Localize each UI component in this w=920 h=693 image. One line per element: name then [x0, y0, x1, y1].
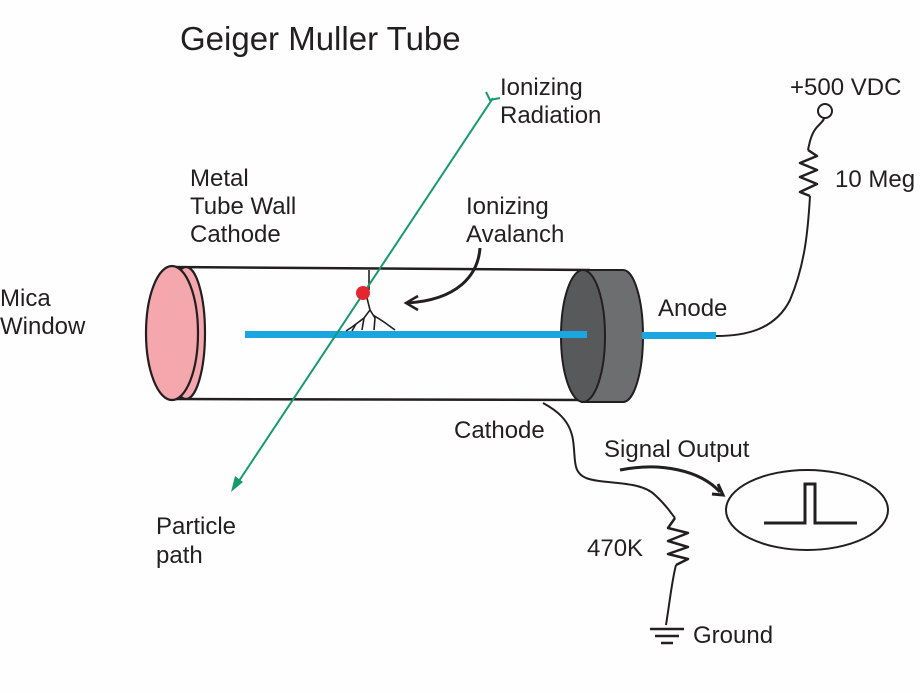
label-mica-window-1: Mica — [0, 285, 51, 312]
label-resistor-10meg: 10 Meg — [835, 166, 915, 193]
anode-wire-external — [642, 332, 716, 339]
label-supply-voltage: +500 VDC — [790, 74, 901, 101]
label-ionizing-radiation-1: Ionizing — [500, 74, 583, 101]
supply-lead-wire — [807, 117, 825, 151]
resistor-10meg-icon — [798, 148, 819, 198]
avalanche-discharge-icon — [345, 270, 396, 332]
mica-window — [144, 264, 207, 402]
anode-lead-wire — [715, 195, 811, 337]
label-metal-tube-wall-3: Cathode — [190, 221, 281, 248]
label-ionizing-radiation-2: Radiation — [500, 102, 601, 129]
cathode-lead-wire — [542, 402, 676, 519]
resistor-470k-icon — [666, 517, 690, 567]
particle-path-arrowhead-icon — [231, 476, 243, 492]
tube-bottom-edge — [174, 397, 591, 402]
label-cathode: Cathode — [454, 417, 545, 444]
signal-arrow-head-icon — [711, 483, 726, 497]
avalanche-arrow — [406, 247, 482, 305]
signal-output-scope — [725, 469, 889, 551]
discharge-branch-3 — [361, 317, 365, 331]
ground-icon — [650, 627, 684, 645]
mica-window-face — [144, 264, 200, 402]
particle-path-tail-icon — [485, 91, 501, 102]
discharge-branch-5 — [351, 323, 357, 332]
label-ionizing-avalanche-2: Avalanch — [466, 221, 564, 248]
label-ionizing-avalanche-1: Ionizing — [466, 193, 549, 220]
discharge-branch-4 — [372, 314, 396, 331]
label-particle-path-1: Particle — [156, 513, 236, 540]
pulse-waveform-icon — [764, 482, 857, 525]
label-metal-tube-wall-2: Tube Wall — [190, 193, 296, 220]
scope-ellipse — [725, 469, 889, 551]
label-mica-window-2: Window — [0, 313, 86, 340]
signal-arrow — [619, 465, 722, 494]
label-ground: Ground — [693, 622, 773, 649]
discharge-branch-2 — [369, 309, 376, 331]
anode-wire-stub — [560, 331, 587, 338]
anode-wire-inner — [245, 331, 587, 338]
label-anode: Anode — [658, 295, 727, 322]
ionization-point — [356, 286, 370, 300]
label-metal-tube-wall-1: Metal — [190, 165, 249, 192]
supply-terminal-icon — [817, 103, 833, 119]
ground-lead-wire — [665, 564, 677, 626]
label-particle-path-2: path — [156, 542, 203, 569]
avalanche-arrow-head-icon — [403, 294, 419, 312]
label-signal-output: Signal Output — [604, 436, 750, 463]
label-resistor-470k: 470K — [587, 535, 643, 562]
end-cap — [560, 269, 644, 403]
diagram-title: Geiger Muller Tube — [180, 20, 461, 57]
